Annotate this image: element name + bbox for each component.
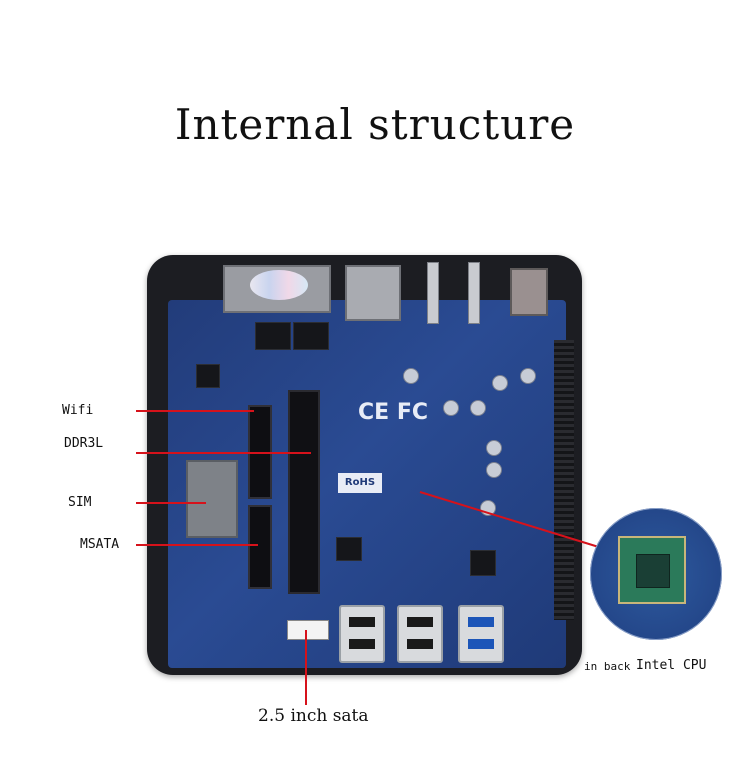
label-msata: MSATA — [80, 537, 120, 552]
chip — [336, 537, 362, 561]
capacitor — [470, 400, 486, 416]
capacitor — [443, 400, 459, 416]
label-wifi: Wifi — [62, 403, 94, 418]
hdmi-port — [345, 265, 401, 321]
usb3-port — [458, 605, 504, 663]
leader-line-ddr3l — [136, 452, 311, 454]
rohs-mark: RoHS — [338, 473, 382, 493]
leader-line-msata — [136, 544, 258, 546]
chip — [255, 322, 291, 350]
label-sim: SIM — [68, 495, 92, 510]
hologram-sticker — [250, 270, 308, 300]
label-sata: 2.5 inch sata — [258, 706, 369, 726]
usb-port — [339, 605, 385, 663]
leader-line-cpu — [419, 491, 603, 549]
side-vent — [554, 340, 574, 620]
sim-slot — [186, 460, 238, 538]
capacitor — [486, 462, 502, 478]
chip — [470, 550, 496, 576]
cpu-die — [636, 554, 670, 588]
usb-port — [397, 605, 443, 663]
chip — [293, 322, 329, 350]
leader-line-sata — [305, 630, 307, 705]
intel-cpu-chip — [618, 536, 686, 604]
antenna-connector — [427, 262, 439, 324]
capacitor — [492, 375, 508, 391]
capacitor — [403, 368, 419, 384]
capacitor — [520, 368, 536, 384]
page-title: Internal structure — [174, 100, 576, 149]
leader-line-sim — [136, 502, 206, 504]
capacitor — [486, 440, 502, 456]
ce-fc-mark: CE FC — [358, 400, 429, 425]
label-intel-cpu: Intel CPU — [636, 658, 707, 673]
ddr3l-slot — [288, 390, 320, 594]
sata-connector — [287, 620, 329, 640]
dc-jack — [510, 268, 548, 316]
chip — [196, 364, 220, 388]
label-ddr3l: DDR3L — [64, 436, 104, 451]
label-in-back: in back — [584, 660, 631, 673]
msata-slot — [248, 505, 272, 589]
leader-line-wifi — [136, 410, 254, 412]
antenna-connector — [468, 262, 480, 324]
cpu-inset-circle — [590, 508, 722, 640]
